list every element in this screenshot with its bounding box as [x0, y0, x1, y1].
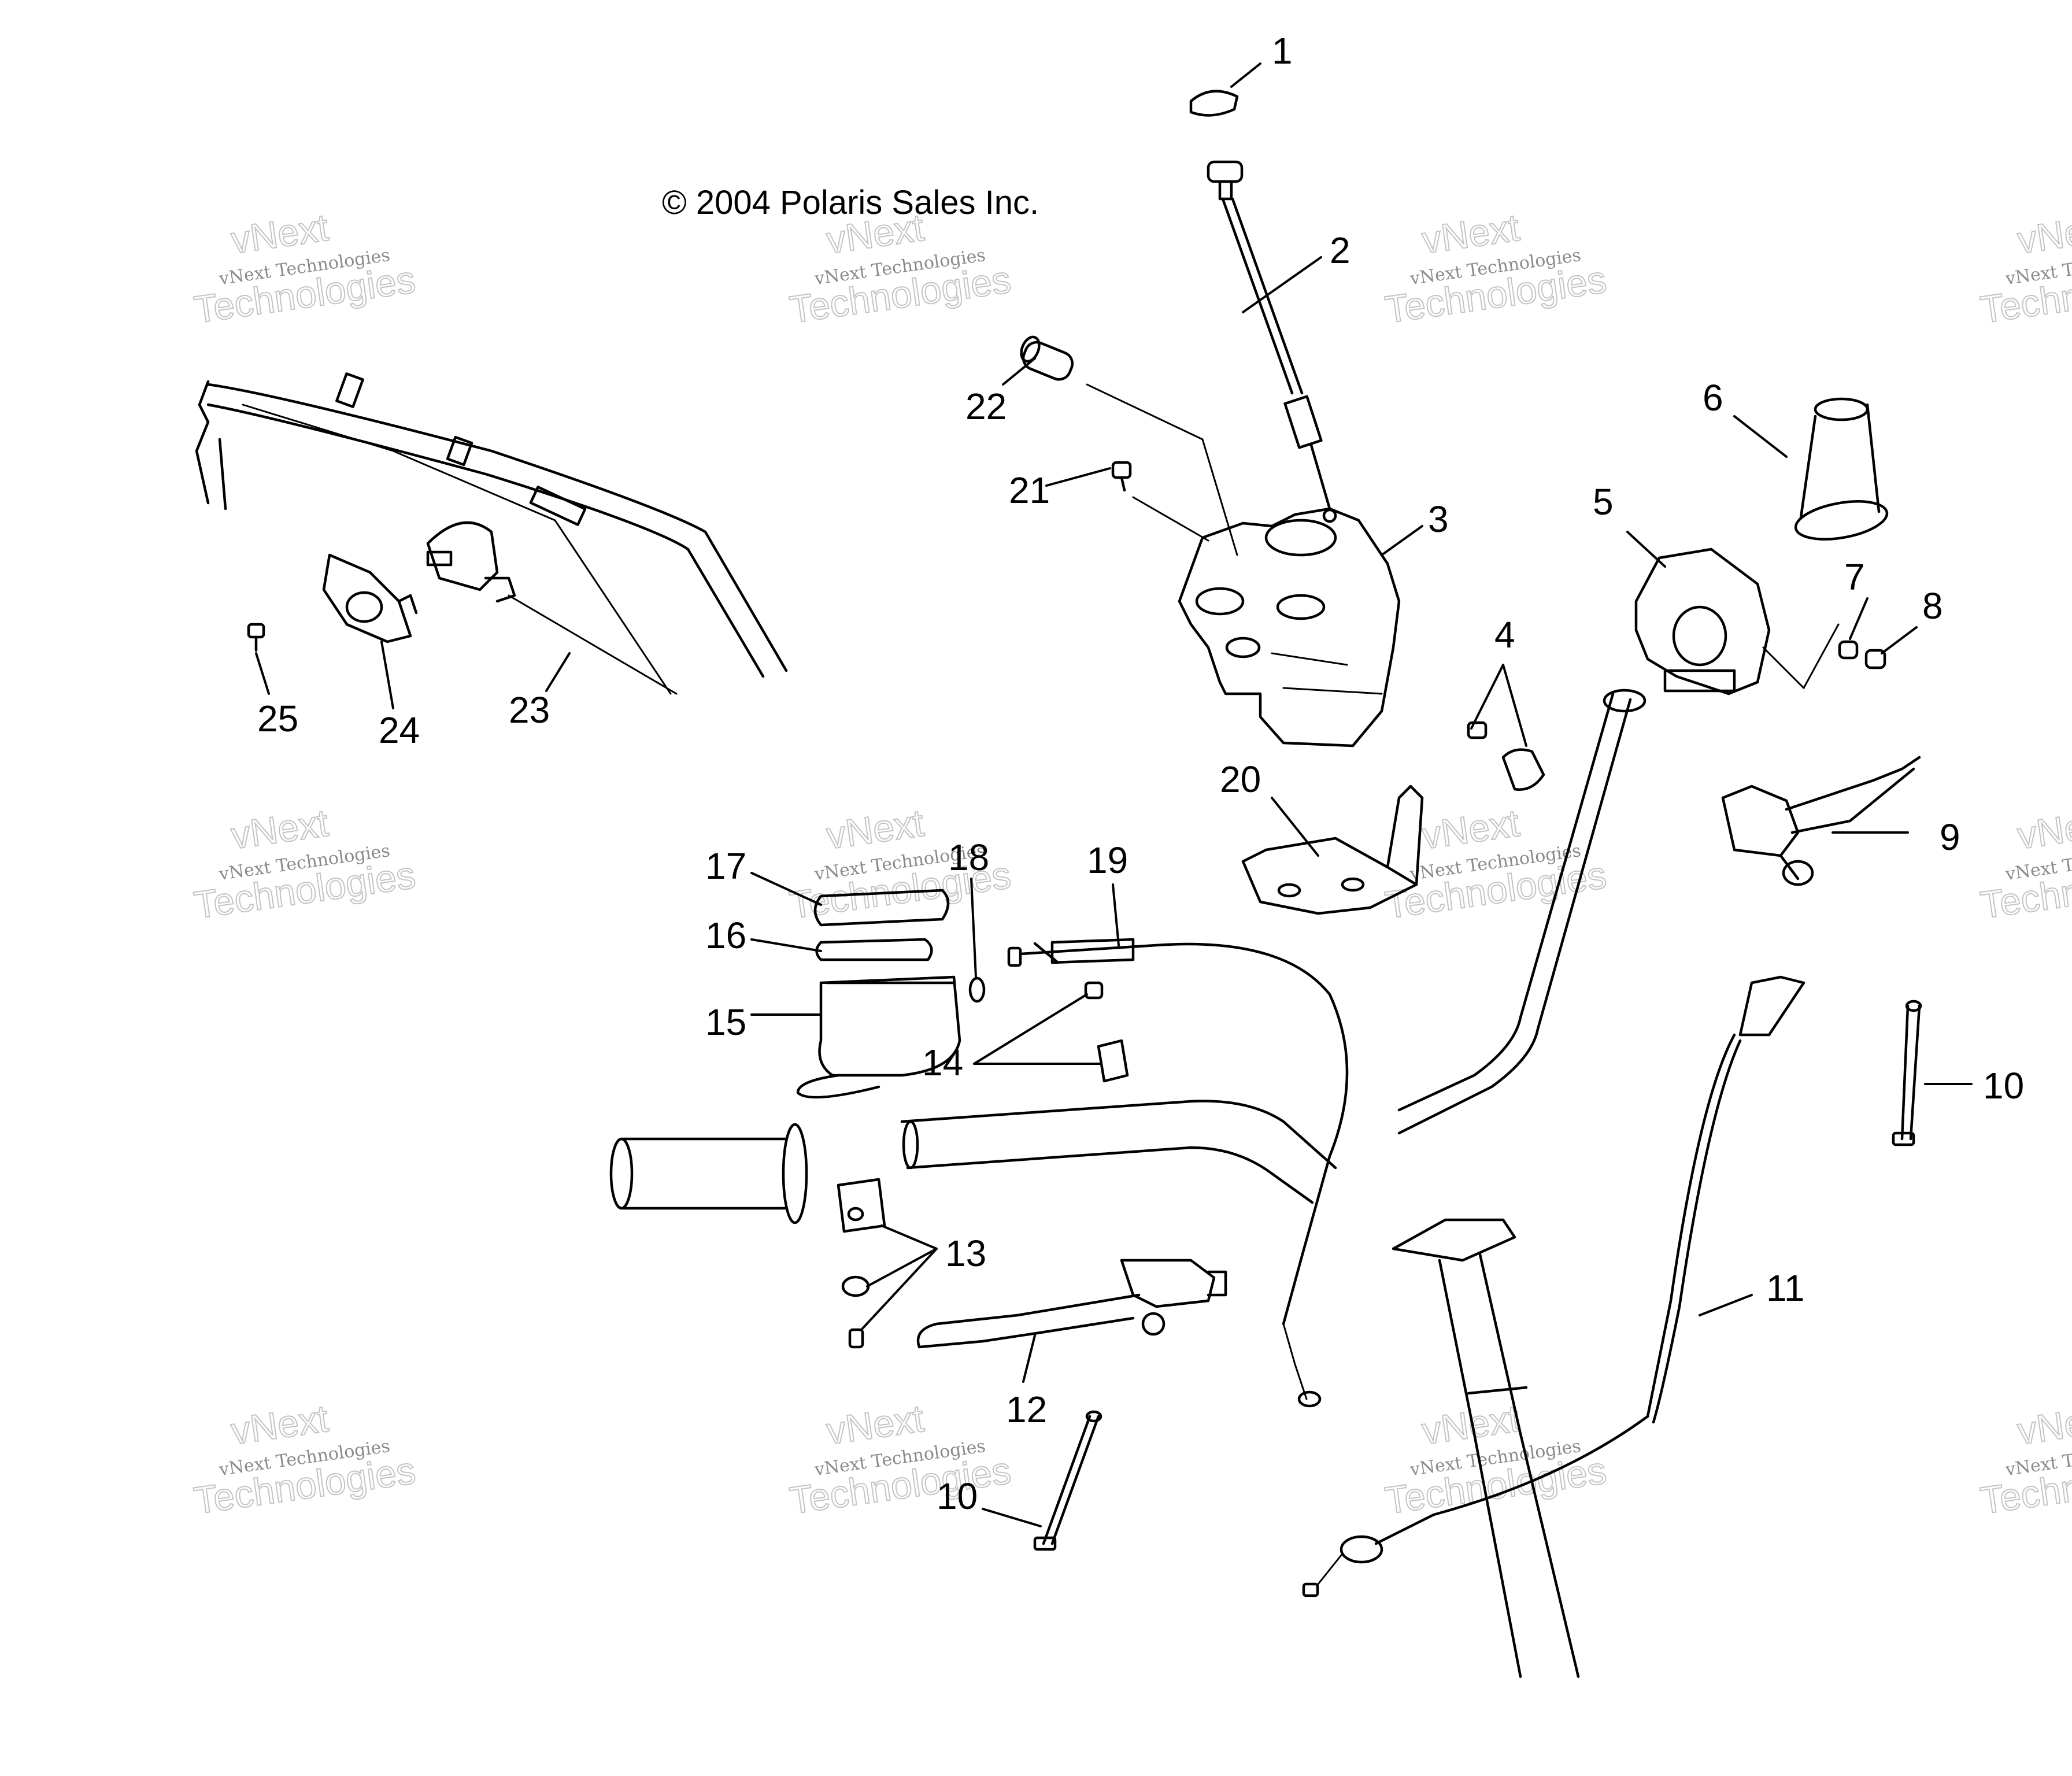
- left-handlebar-section: [195, 372, 788, 695]
- callout-20: 20: [1220, 758, 1261, 800]
- callout-17: 17: [705, 845, 746, 887]
- part-13-washer: [841, 1275, 870, 1297]
- handlebar: [900, 689, 1646, 1204]
- part-15-reservoir: [796, 975, 961, 1099]
- callout-14: 14: [922, 1042, 963, 1083]
- part-21-screw: [1111, 461, 1209, 542]
- watermark: vNext Technologies vNext Technologies: [786, 1396, 1014, 1523]
- callout-11: 11: [1766, 1267, 1804, 1309]
- part-22-fitting: [1020, 335, 1238, 556]
- part-12-brake-lever: [916, 1259, 1227, 1349]
- svg-text:vNext: vNext: [228, 1397, 331, 1453]
- svg-text:vNext: vNext: [2015, 1397, 2072, 1453]
- part-4-bushings: [1467, 721, 1545, 791]
- callout-18: 18: [948, 837, 989, 878]
- part-8-cap: [1864, 649, 1886, 669]
- watermark: vNext Technologies vNext Technologies: [1977, 801, 2072, 927]
- callout-2: 2: [1330, 230, 1350, 271]
- watermark: vNext Technologies vNext Technologies: [1382, 1396, 1610, 1523]
- steering-column: [1392, 1218, 1580, 1678]
- part-25-screw: [247, 623, 265, 652]
- callout-3: 3: [1428, 498, 1449, 540]
- svg-text:vNext: vNext: [824, 801, 926, 857]
- callout-4: 4: [1494, 614, 1515, 656]
- leader-lines: [255, 62, 1973, 1527]
- part-23-switch: [426, 521, 678, 695]
- callout-21: 21: [1009, 469, 1050, 511]
- watermark: vNext Technologies vNext Technologies: [1977, 205, 2072, 332]
- part-3-throttle-housing: [1178, 507, 1401, 748]
- svg-text:vNext: vNext: [228, 206, 331, 262]
- callout-8: 8: [1922, 585, 1943, 627]
- svg-text:vNext: vNext: [1419, 206, 1522, 262]
- watermark: vNext Technologies vNext Technologies: [191, 801, 419, 927]
- part-6-grip: [1794, 397, 1889, 541]
- part-19-cable: [1007, 938, 1349, 1408]
- callout-23: 23: [509, 689, 550, 731]
- callout-16: 16: [705, 915, 746, 956]
- part-7-cap: [1838, 640, 1859, 660]
- part-13-clamp: [837, 1178, 886, 1233]
- callout-22: 22: [965, 386, 1007, 427]
- svg-text:vNext: vNext: [824, 1397, 926, 1453]
- part-16-gasket: [815, 938, 933, 961]
- part-1-cap: [1189, 90, 1239, 117]
- callout-12: 12: [1006, 1389, 1047, 1430]
- callout-7: 7: [1844, 556, 1865, 598]
- part-11-cable: [1302, 975, 1805, 1597]
- part-14-screw: [1084, 981, 1104, 1000]
- callout-19: 19: [1087, 839, 1128, 881]
- part-9-lever-assembly: [1721, 756, 1921, 886]
- callout-15: 15: [705, 1001, 746, 1043]
- svg-text:vNext: vNext: [1419, 801, 1522, 857]
- callout-labels: 1 2 3 4 5 6 7 8 9 10 10 11 12 13 14 15 1…: [257, 30, 2024, 1517]
- part-17-cover: [813, 889, 950, 927]
- svg-text:vNext: vNext: [2015, 206, 2072, 262]
- part-20-bracket: [1241, 785, 1424, 915]
- left-grip: [609, 1123, 808, 1224]
- callout-10-left: 10: [937, 1475, 978, 1517]
- part-10-bolt-left: [1033, 1410, 1102, 1551]
- watermark: vNext Technologies vNext Technologies: [1977, 1396, 2072, 1523]
- part-2-plunger: [1207, 160, 1337, 523]
- watermark: vNext Technologies vNext Technologies: [1382, 205, 1610, 332]
- callout-6: 6: [1703, 377, 1723, 419]
- callout-1: 1: [1272, 30, 1293, 72]
- part-5-switch-housing: [1634, 547, 1840, 695]
- callout-10-right: 10: [1983, 1065, 2024, 1107]
- watermark: vNext Technologies vNext Technologies: [191, 205, 419, 332]
- svg-text:vNext: vNext: [228, 801, 331, 857]
- part-18-oring: [968, 976, 986, 1003]
- callout-24: 24: [379, 709, 420, 751]
- part-24-switch-housing: [322, 553, 418, 643]
- part-10-bolt-right: [1892, 1000, 1922, 1146]
- svg-text:vNext: vNext: [1419, 1397, 1522, 1453]
- callout-25: 25: [257, 698, 298, 739]
- svg-text:vNext: vNext: [2015, 801, 2072, 857]
- callout-13: 13: [945, 1233, 986, 1274]
- part-14-clamp: [1097, 1039, 1129, 1083]
- callout-9: 9: [1940, 816, 1960, 858]
- copyright-notice: © 2004 Polaris Sales Inc.: [662, 184, 1039, 221]
- callout-5: 5: [1593, 481, 1614, 523]
- watermark: vNext Technologies vNext Technologies: [191, 1396, 419, 1523]
- part-13-screw: [848, 1328, 864, 1349]
